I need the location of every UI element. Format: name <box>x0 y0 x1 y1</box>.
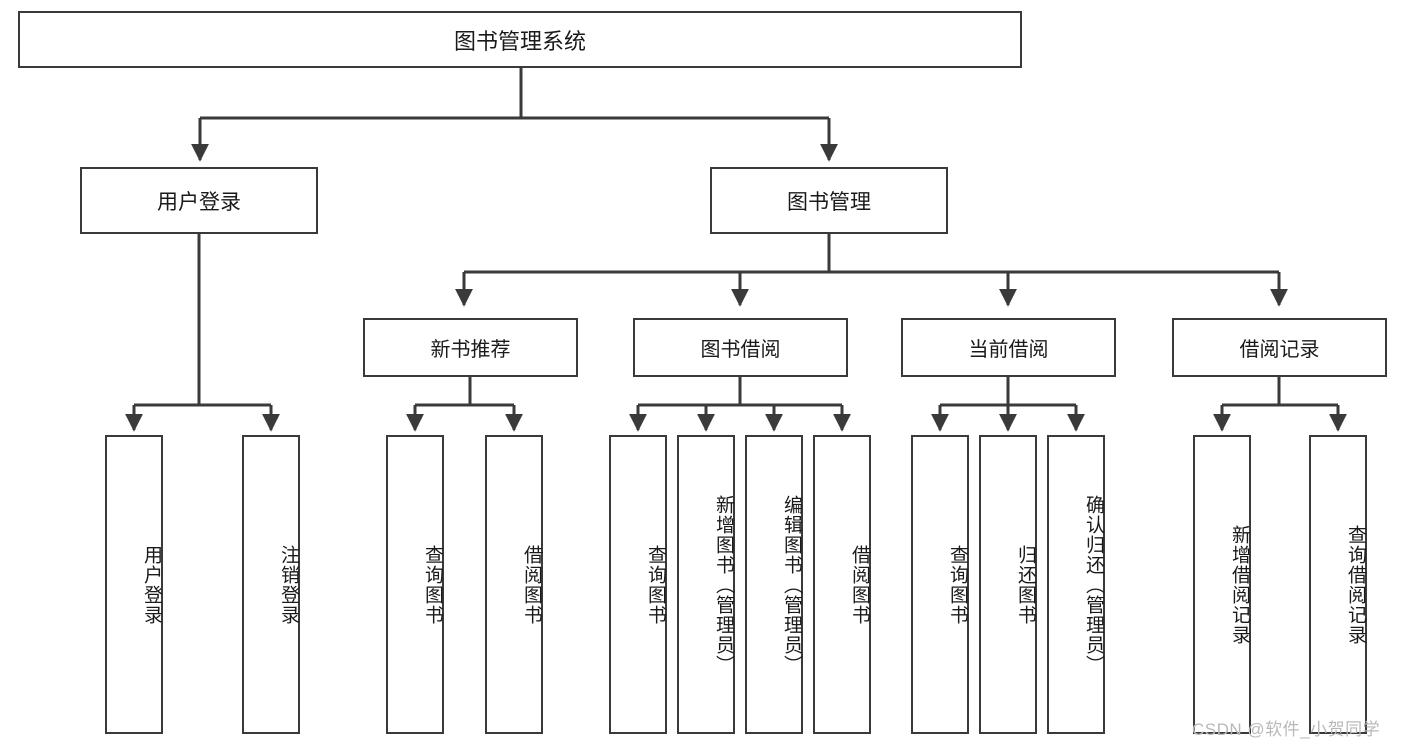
node-user-login[interactable]: 用户登录 <box>80 167 318 234</box>
node-user-login-label: 用户登录 <box>157 190 241 214</box>
leaf-new-book-borrow[interactable]: 借阅图书 <box>485 435 543 734</box>
leaf-book-borrow-borrow[interactable]: 借阅图书 <box>813 435 871 734</box>
leaf-new-book-query[interactable]: 查询图书 <box>386 435 444 734</box>
node-new-book-recommend-label: 新书推荐 <box>430 339 511 361</box>
leaf-current-borrow-confirm-return[interactable]: 确认归还（管理员） <box>1047 435 1105 734</box>
leaf-label: 用户登录 <box>141 544 162 625</box>
leaf-label: 新增借阅记录 <box>1229 524 1250 645</box>
node-book-management-label: 图书管理 <box>787 190 871 214</box>
leaf-label: 确认归还（管理员） <box>1083 494 1104 675</box>
leaf-label: 归还图书 <box>1015 544 1036 625</box>
leaf-current-borrow-query[interactable]: 查询图书 <box>911 435 969 734</box>
leaf-label: 查询图书 <box>947 544 968 625</box>
leaf-borrow-record-add[interactable]: 新增借阅记录 <box>1193 435 1251 734</box>
leaf-book-borrow-edit[interactable]: 编辑图书（管理员） <box>745 435 803 734</box>
node-new-book-recommend[interactable]: 新书推荐 <box>363 318 578 377</box>
node-book-management[interactable]: 图书管理 <box>710 167 948 234</box>
node-root[interactable]: 图书管理系统 <box>18 11 1022 68</box>
leaf-label: 新增图书（管理员） <box>713 494 734 675</box>
leaf-user-login-logout[interactable]: 注销登录 <box>242 435 300 734</box>
leaf-label: 借阅图书 <box>521 544 542 625</box>
leaf-label: 借阅图书 <box>849 544 870 625</box>
leaf-user-login-login[interactable]: 用户登录 <box>105 435 163 734</box>
node-book-borrow-label: 图书借阅 <box>700 339 781 361</box>
leaf-book-borrow-query[interactable]: 查询图书 <box>609 435 667 734</box>
leaf-label: 注销登录 <box>278 544 299 625</box>
leaf-label: 查询图书 <box>422 544 443 625</box>
leaf-label: 编辑图书（管理员） <box>781 494 802 675</box>
watermark: CSDN @软件_小贺同学 <box>1192 720 1381 739</box>
leaf-label: 查询图书 <box>645 544 666 625</box>
leaf-current-borrow-return[interactable]: 归还图书 <box>979 435 1037 734</box>
leaf-borrow-record-query[interactable]: 查询借阅记录 <box>1309 435 1367 734</box>
node-borrow-record-label: 借阅记录 <box>1239 339 1320 361</box>
node-borrow-record[interactable]: 借阅记录 <box>1172 318 1387 377</box>
node-book-borrow[interactable]: 图书借阅 <box>633 318 848 377</box>
leaf-book-borrow-add[interactable]: 新增图书（管理员） <box>677 435 735 734</box>
leaf-label: 查询借阅记录 <box>1345 524 1366 645</box>
node-current-borrow-label: 当前借阅 <box>968 339 1049 361</box>
node-root-label: 图书管理系统 <box>453 28 586 54</box>
node-current-borrow[interactable]: 当前借阅 <box>901 318 1116 377</box>
